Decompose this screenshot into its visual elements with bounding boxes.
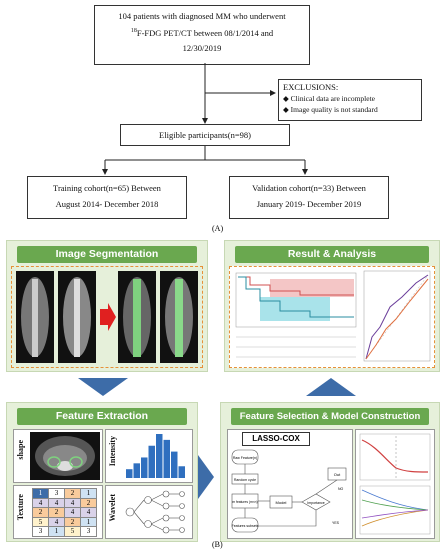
validation-line-1: Validation cohort(n=33) Between [252, 183, 366, 193]
patients-line-2: 18F-FDG PET/CT between 08/1/2014 and [130, 27, 274, 38]
patients-line-1: 104 patients with diagnosed MM who under… [118, 11, 286, 21]
intensity-panel: Intensity [105, 429, 193, 483]
lasso-cox-label: LASSO-COX [242, 432, 310, 446]
figure-label-a: (A) [212, 224, 224, 233]
histogram-bar [163, 439, 170, 478]
feature-extraction-title: Feature Extraction [17, 408, 187, 425]
texture-cell: 3 [80, 526, 97, 537]
patients-box: 104 patients with diagnosed MM who under… [94, 5, 310, 65]
texture-label: Texture [16, 494, 25, 521]
eligible-text: Eligible participants(n=98) [159, 130, 251, 140]
exclusions-title: EXCLUSIONS: [283, 82, 339, 92]
right-arrow-icon [198, 455, 214, 499]
exclusions-box: EXCLUSIONS: ◆ Clinical data are incomple… [278, 79, 422, 121]
training-line-2: August 2014- December 2018 [55, 199, 159, 209]
abdominal-ct-slice [30, 432, 100, 480]
down-arrow-icon [78, 378, 128, 396]
intensity-label: Intensity [108, 436, 117, 467]
validation-line-2: January 2019- December 2019 [256, 199, 362, 209]
exclusion-item-1: ◆ Clinical data are incomplete [283, 94, 375, 103]
up-arrow-icon [306, 378, 356, 396]
patients-line-3: 12/30/2019 [182, 42, 222, 53]
branch-no-label: NO [338, 487, 344, 491]
histogram-bar [133, 463, 140, 478]
node-model: Model [276, 500, 287, 505]
histogram-bar [171, 451, 178, 478]
intensity-histogram [126, 434, 185, 478]
segmentation-frame [11, 266, 203, 368]
survival-and-roc-plots [235, 270, 431, 362]
wavelet-label: Wavelet [108, 494, 117, 522]
lasso-coefficient-curves [359, 433, 431, 535]
node-feature-subsets: Features subsets [232, 524, 259, 528]
lasso-cox-box: LASSO-COX Raw Feature(n) Rand [227, 429, 353, 539]
node-random-cycle: Random cycle [234, 478, 256, 482]
lasso-plots [355, 429, 435, 539]
shape-label: shape [16, 440, 25, 460]
texture-cell: 3 [32, 526, 49, 537]
ct-scans-illustration [16, 271, 198, 363]
eligible-box: Eligible participants(n=98) [120, 124, 290, 146]
histogram-bar [141, 457, 148, 478]
result-frame [229, 266, 435, 368]
feature-selection-title: Feature Selection & Model Construction [231, 408, 429, 425]
wavelet-panel: Wavelet [105, 485, 193, 539]
texture-cell: 1 [48, 526, 65, 537]
figure-label-b: (B) [212, 540, 223, 549]
histogram-bar [126, 469, 133, 478]
training-line-1: Training cohort(n=65) Between [53, 183, 161, 193]
isotope-superscript: 18 [130, 28, 137, 34]
shape-panel: shape [13, 429, 103, 483]
red-arrow-icon [100, 303, 116, 331]
diamond-bullet-icon: ◆ [283, 105, 289, 114]
node-importance: Importance [307, 501, 325, 505]
validation-box: Validation cohort(n=33) Between January … [229, 176, 389, 219]
diamond-bullet-icon: ◆ [283, 94, 289, 103]
random-survival-flowchart: Raw Feature(n) Random cycle m features (… [232, 449, 347, 533]
feature-extraction-panel: Feature Extraction shape Intensity Textu… [6, 402, 198, 542]
histogram-bar [178, 466, 185, 478]
node-out: Out [334, 472, 341, 477]
node-m-features: m features (m<n) [232, 500, 257, 504]
result-analysis-panel: Result & Analysis [224, 240, 440, 372]
image-segmentation-panel: Image Segmentation [6, 240, 208, 372]
histogram-bar [156, 434, 163, 478]
feature-selection-panel: Feature Selection & Model Construction L… [220, 402, 440, 542]
wavelet-tree-diagram [125, 490, 185, 534]
node-raw-feature: Raw Feature(n) [233, 456, 257, 460]
training-box: Training cohort(n=65) Between August 201… [27, 176, 187, 219]
exclusion-item-2: ◆ Image quality is not standard [283, 105, 378, 114]
result-analysis-title: Result & Analysis [235, 246, 429, 263]
image-segmentation-title: Image Segmentation [17, 246, 197, 263]
histogram-bar [148, 445, 155, 478]
texture-cell: 5 [64, 526, 81, 537]
branch-yes-label: YES [332, 521, 340, 525]
flowchart-connectors [102, 63, 308, 175]
